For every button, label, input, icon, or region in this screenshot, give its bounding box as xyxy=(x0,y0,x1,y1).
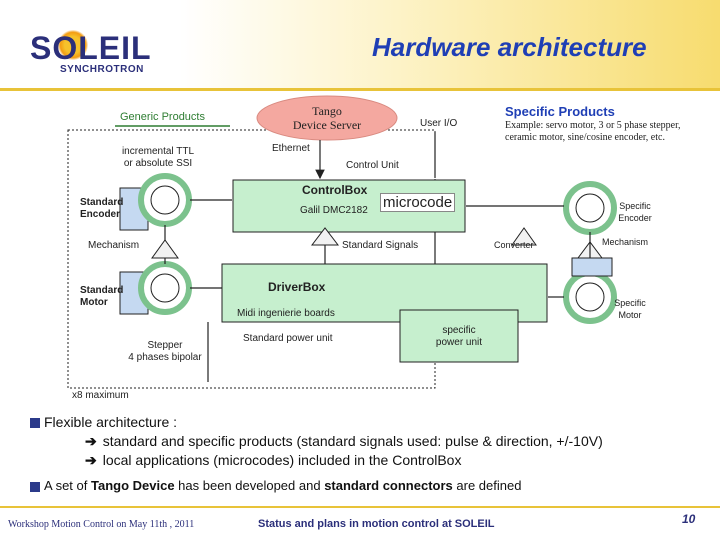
standard-motor-line1: Standard xyxy=(80,285,124,296)
bullet-2-text-d: standard connectors xyxy=(324,478,453,493)
example-line2: ceramic motor, sine/cosine encoder, etc. xyxy=(505,132,665,143)
specific-power-label: specific power unit xyxy=(400,325,518,349)
incremental-line1: incremental TTL xyxy=(121,146,195,157)
controlbox-label: ControlBox xyxy=(302,183,368,197)
tango-server-label: Tango Device Server xyxy=(272,104,382,132)
bullet-1-text: Flexible architecture : xyxy=(44,414,178,430)
tango-line2: Device Server xyxy=(292,118,362,132)
mechanism-right-label: Mechanism xyxy=(602,237,649,247)
footer-title: Status and plans in motion control at SO… xyxy=(258,518,495,530)
arrow-bullet-icon: ➔ xyxy=(85,452,97,468)
bullet-1-sub-2-text: local applications (microcodes) included… xyxy=(102,452,462,468)
incremental-line2: or absolute SSI xyxy=(123,158,193,169)
arrow-bullet-icon: ➔ xyxy=(85,433,97,449)
user-io-label: User I/O xyxy=(420,118,458,129)
slide-title: Hardware architecture xyxy=(372,32,647,62)
tango-line1: Tango xyxy=(312,104,342,118)
specific-power-line1: specific xyxy=(442,325,476,336)
standard-power-label: Standard power unit xyxy=(243,333,333,344)
specific-encoder-line2: Encoder xyxy=(618,213,652,223)
bullet-list: Flexible architecture : ➔ standard and sp… xyxy=(30,413,710,495)
header-rule xyxy=(0,88,720,91)
ethernet-label: Ethernet xyxy=(272,143,310,154)
standard-encoder-line2: Encoder xyxy=(80,209,121,220)
stepper-line2: 4 phases bipolar xyxy=(128,352,202,363)
mechanism-left-triangle xyxy=(151,239,179,259)
stepper-line1: Stepper xyxy=(147,340,183,351)
generic-products-label: Generic Products xyxy=(120,111,205,123)
incremental-label: incremental TTL or absolute SSI xyxy=(103,146,213,170)
bullet-1-sub-2: ➔ local applications (microcodes) include… xyxy=(30,451,710,470)
galil-label: Galil DMC2182 xyxy=(300,205,368,216)
footer-event: Workshop Motion Control on May 11th , 20… xyxy=(8,519,195,530)
bullet-1: Flexible architecture : xyxy=(30,413,710,432)
logo-subtitle: SYNCHROTRON xyxy=(60,64,144,75)
page-number: 10 xyxy=(682,512,696,526)
standard-encoder-line1: Standard xyxy=(80,197,124,208)
sun-logo-icon xyxy=(58,30,88,60)
standard-motor-label: Standard Motor xyxy=(80,285,123,309)
square-bullet-icon xyxy=(30,481,40,492)
bullet-2-text-a: A set of xyxy=(44,478,91,493)
converter-label: Converter xyxy=(494,240,534,250)
header-band xyxy=(0,0,720,88)
specific-motor-line2: Motor xyxy=(618,310,642,320)
specific-motor-label: Specific Motor xyxy=(605,297,655,321)
microcode-label: microcode xyxy=(380,193,456,212)
spec-power-rect xyxy=(399,309,519,363)
standard-signals-label: Standard Signals xyxy=(342,240,419,251)
bullet-2: A set of Tango Device has been developed… xyxy=(30,476,710,495)
stepper-label: Stepper 4 phases bipolar xyxy=(110,340,220,364)
bullet-2-text-c: has been developed and xyxy=(174,478,325,493)
midi-label: Midi ingenierie boards xyxy=(237,308,335,319)
specific-products-label: Specific Products xyxy=(505,104,615,119)
standard-motor-line2: Motor xyxy=(80,297,108,308)
square-bullet-icon xyxy=(30,418,40,429)
x8-maximum-label: x8 maximum xyxy=(72,390,129,401)
tango-ellipse xyxy=(256,95,398,141)
specific-power-line2: power unit xyxy=(435,337,483,348)
specific-encoder-label: Specific Encoder xyxy=(610,200,660,224)
specific-encoder-line1: Specific xyxy=(619,201,651,211)
logo-text: SOLEIL xyxy=(30,30,152,66)
example-label: Example: servo motor, 3 or 5 phase stepp… xyxy=(505,120,681,144)
control-unit-label: Control Unit xyxy=(346,160,399,171)
bullet-1-sub-1-text: standard and specific products (standard… xyxy=(102,433,603,449)
footer-rule xyxy=(0,506,720,508)
spec-motor-box xyxy=(571,257,613,277)
bullet-2-text-b: Tango Device xyxy=(90,478,175,493)
standard-encoder-label: Standard Encoder xyxy=(80,197,123,221)
bullet-1-sub-1: ➔ standard and specific products (standar… xyxy=(30,432,710,451)
example-line1: Example: servo motor, 3 or 5 phase stepp… xyxy=(505,120,681,131)
converter-triangle xyxy=(511,227,537,246)
driverbox-label: DriverBox xyxy=(268,280,326,294)
bullet-2-text-e: are defined xyxy=(452,478,522,493)
mechanism-left-label: Mechanism xyxy=(88,240,140,251)
specific-motor-line1: Specific xyxy=(614,298,646,308)
